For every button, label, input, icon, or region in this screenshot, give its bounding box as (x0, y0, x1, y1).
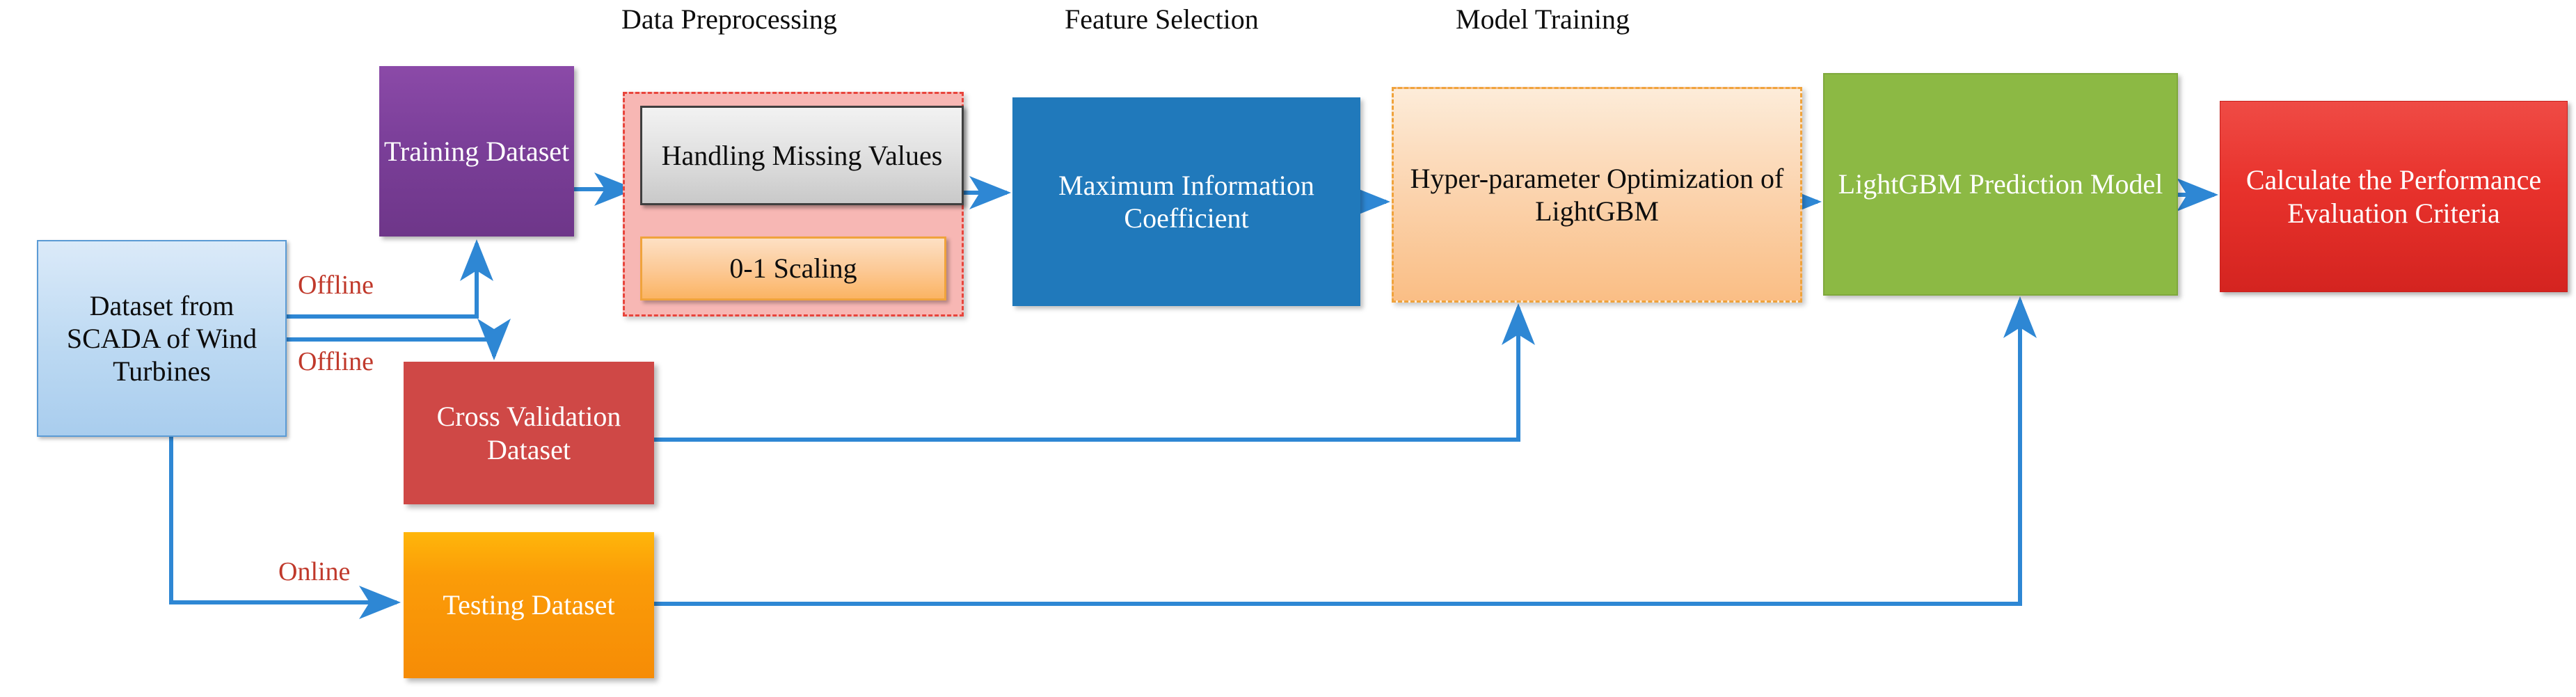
node-lightgbm-prediction-model-label: LightGBM Prediction Model (1838, 168, 2163, 200)
edge-test-to-lgbm (654, 296, 2037, 606)
node-calculate-performance-evaluation-criteria[interactable]: Calculate the Performance Evaluation Cri… (2220, 101, 2568, 292)
node-maximum-information-coefficient-label: Maximum Information Coefficient (1058, 169, 1314, 234)
node-maximum-information-coefficient[interactable]: Maximum Information Coefficient (1012, 97, 1360, 306)
edge-label-offline-training: Offline (298, 271, 374, 300)
node-cross-validation-dataset[interactable]: Cross Validation Dataset (404, 362, 654, 504)
heading-feature-selection: Feature Selection (1065, 3, 1259, 35)
node-zero-one-scaling-label: 0-1 Scaling (729, 253, 857, 285)
node-training-dataset[interactable]: Training Dataset (379, 66, 574, 237)
edge-label-offline-cv: Offline (298, 347, 374, 376)
node-testing-dataset-label: Testing Dataset (443, 589, 615, 621)
heading-data-preprocessing: Data Preprocessing (621, 3, 837, 35)
node-zero-one-scaling[interactable]: 0-1 Scaling (640, 237, 946, 301)
node-handling-missing-values[interactable]: Handling Missing Values (640, 106, 964, 205)
node-testing-dataset[interactable]: Testing Dataset (404, 532, 654, 678)
node-lightgbm-prediction-model[interactable]: LightGBM Prediction Model (1823, 73, 2178, 296)
node-handling-missing-values-label: Handling Missing Values (661, 139, 943, 171)
node-hyperparameter-optimization[interactable]: Hyper-parameter Optimization of LightGBM (1392, 87, 1802, 303)
node-cross-validation-dataset-label: Cross Validation Dataset (436, 401, 621, 465)
node-training-dataset-label: Training Dataset (383, 135, 570, 167)
edge-cv-to-hpo (654, 303, 1535, 442)
heading-model-training: Model Training (1456, 3, 1630, 35)
node-scada-dataset[interactable]: Dataset from SCADA of Wind Turbines (37, 240, 287, 437)
edge-label-online-test: Online (278, 557, 351, 586)
node-hyperparameter-optimization-label: Hyper-parameter Optimization of LightGBM (1410, 162, 1784, 227)
node-scada-dataset-label: Dataset from SCADA of Wind Turbines (66, 289, 257, 387)
node-calculate-performance-evaluation-criteria-label: Calculate the Performance Evaluation Cri… (2245, 164, 2542, 229)
